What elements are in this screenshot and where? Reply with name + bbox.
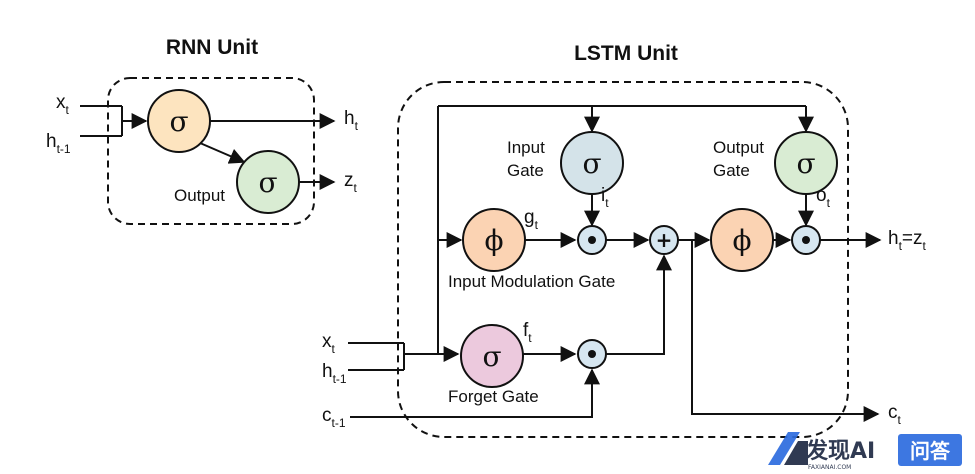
lstm-input-gate-label-1: Input	[507, 138, 545, 157]
qa-badge	[898, 434, 962, 466]
lstm-ft-label: ft	[523, 320, 532, 345]
lstm-mod-gate-symbol: ϕ	[484, 224, 503, 257]
brand-domain: FAXIANAI.COM	[808, 464, 851, 471]
lstm-output-gate-label-2: Gate	[713, 161, 750, 180]
rnn-output-h: ht	[344, 108, 359, 133]
lstm-tanh-symbol: ϕ	[732, 224, 751, 257]
lstm-unit-border	[397, 81, 849, 438]
lstm-ot-label: ot	[816, 185, 831, 210]
brand-logo-shard-icon	[784, 441, 808, 465]
lstm-mult-ig-symbol	[588, 236, 596, 244]
watermark: 发现AI FAXIANAI.COM 问答	[768, 432, 962, 471]
brand-name: 发现AI	[805, 438, 875, 464]
lstm-output-hz: ht=zt	[888, 228, 927, 253]
rnn-output-z: zt	[344, 170, 358, 195]
rnn-to-output-arrow	[199, 142, 246, 164]
lstm-input-gate-label-2: Gate	[507, 161, 544, 180]
lstm-mult-out-symbol	[802, 236, 810, 244]
lstm-forget-gate-node	[460, 324, 524, 388]
lstm-output-gate-label-1: Output	[713, 138, 764, 157]
lstm-input-h: ht-1	[322, 361, 347, 386]
lstm-input-gate-symbol: σ	[582, 147, 601, 180]
rnn-input-h: ht-1	[46, 131, 71, 156]
lstm-fc-to-plus-arrow	[606, 254, 672, 355]
lstm-it-label: it	[601, 185, 609, 210]
rnn-unit-border	[107, 77, 315, 225]
brand-logo-icon	[768, 432, 800, 465]
lstm-input-c: ct-1	[322, 405, 346, 430]
rnn-title: RNN Unit	[166, 36, 258, 59]
lstm-mod-gate-label: Input Modulation Gate	[448, 272, 615, 291]
lstm-forget-gate-label: Forget Gate	[448, 387, 539, 406]
lstm-plus-symbol: +	[656, 228, 673, 252]
rnn-output-symbol: σ	[258, 166, 277, 199]
lstm-forget-gate-symbol: σ	[482, 340, 501, 373]
lstm-gt-label: gt	[524, 207, 539, 232]
lstm-c-input-arrow	[350, 368, 600, 418]
lstm-ct-arrow	[691, 240, 880, 422]
lstm-output-gate-symbol: σ	[796, 147, 815, 180]
rnn-input-x: xt	[56, 92, 70, 117]
qa-badge-text: 问答	[910, 439, 951, 463]
lstm-output-c: ct	[888, 402, 902, 427]
lstm-mult-fc-symbol	[588, 350, 596, 358]
lstm-input-x: xt	[322, 331, 336, 356]
lstm-title: LSTM Unit	[574, 42, 678, 65]
rnn-output-label: Output	[174, 186, 225, 205]
rnn-sigma-symbol: σ	[169, 105, 188, 138]
